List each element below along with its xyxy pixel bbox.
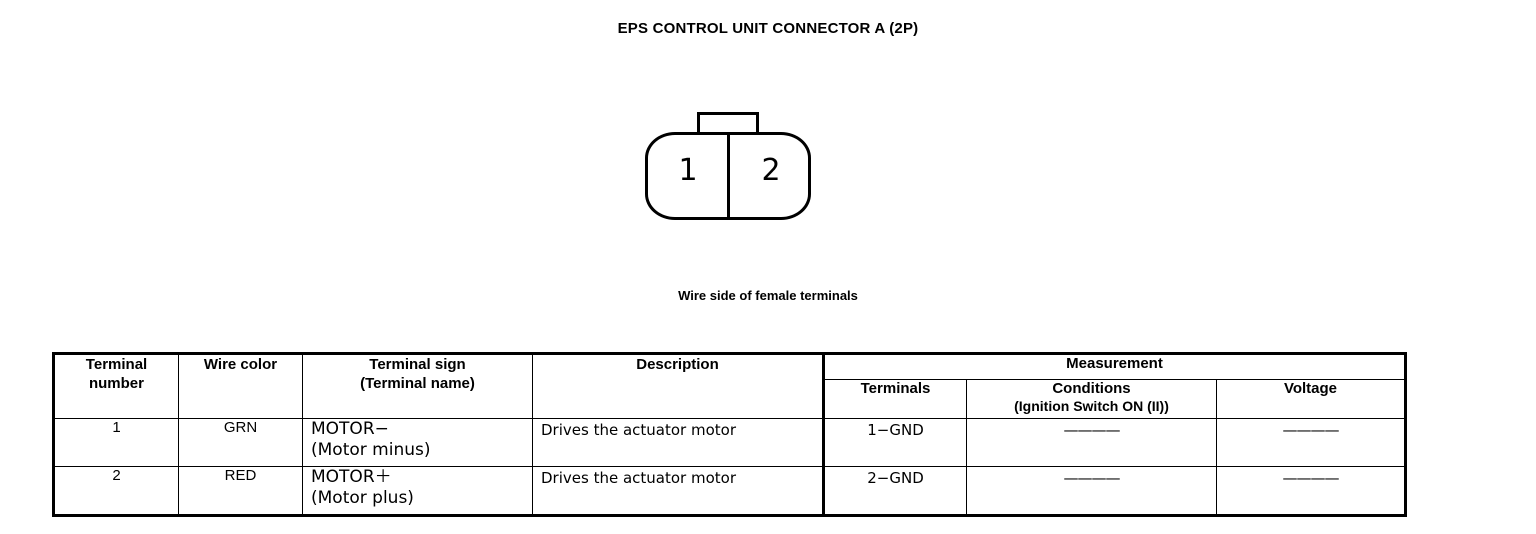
cell-voltage: ———— [1216,418,1406,467]
col-header-terminal-sign: Terminal sign (Terminal name) [302,353,533,419]
connector-pin-2: 2 [761,153,781,188]
table-row: 2 RED MOTOR＋ (Motor plus) Drives the act… [53,466,1406,516]
table-header-row-2: Terminals Conditions (Ignition Switch ON… [54,379,1406,419]
cell-terminal-number: 1 [53,418,179,467]
cell-description: Drives the actuator motor [532,466,824,516]
table-body: 1 GRN MOTOR− (Motor minus) Drives the ac… [53,418,1406,516]
table-row: 1 GRN MOTOR− (Motor minus) Drives the ac… [53,418,1406,467]
table-header-row-1: Terminal number Wire color Terminal sign… [53,353,1406,419]
connector-latch-tab-icon [697,112,759,134]
connector-diagram: 1 2 [645,112,817,222]
connector-pin-1: 1 [678,153,698,188]
col-header-measurement: Measurement [822,353,1406,380]
col-header-terminals: Terminals [822,379,967,419]
cell-voltage: ———— [1216,466,1406,516]
cell-description: Drives the actuator motor [532,418,824,467]
col-header-voltage: Voltage [1216,379,1406,419]
cell-terminals: 2−GND [822,466,967,516]
connector-cavity-divider [727,132,730,220]
col-header-description: Description [532,353,824,419]
cell-terminals: 1−GND [822,418,967,467]
cell-wire-color: GRN [178,418,303,467]
cell-wire-color: RED [178,466,303,516]
cell-terminal-number: 2 [53,466,179,516]
page-title: EPS CONTROL UNIT CONNECTOR A (2P) [617,20,919,37]
cell-terminal-sign: MOTOR＋ (Motor plus) [302,466,533,516]
cell-terminal-sign: MOTOR− (Motor minus) [302,418,533,467]
cell-conditions: ———— [966,466,1217,516]
table-header: Terminal number Wire color Terminal sign… [53,353,1406,419]
terminal-table: Terminal number Wire color Terminal sign… [52,352,1407,517]
cell-conditions: ———— [966,418,1217,467]
col-header-conditions: Conditions (Ignition Switch ON (II)) [966,379,1217,419]
col-header-terminal-number: Terminal number [53,353,179,419]
col-header-wire-color: Wire color [178,353,303,419]
figure-caption: Wire side of female terminals [678,288,858,303]
